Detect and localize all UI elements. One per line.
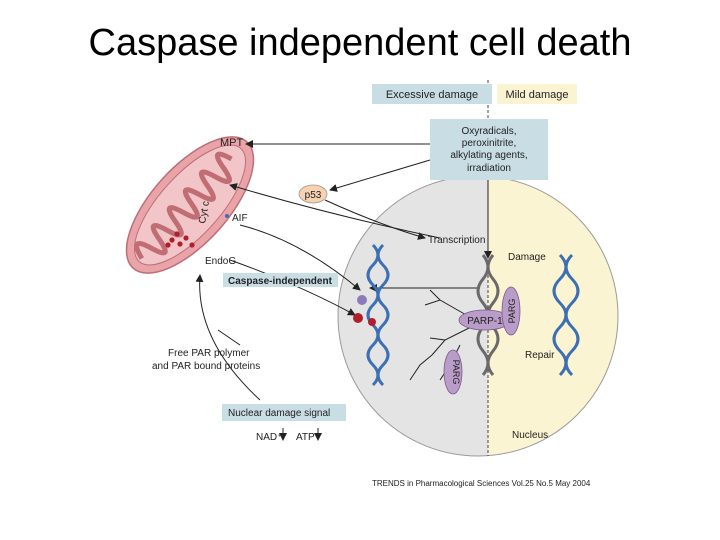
caspase-independent-box: [223, 273, 338, 287]
free-par-fragment: [217, 329, 241, 346]
excessive-damage-label: Excessive damage: [386, 89, 478, 101]
atp-label: ATP: [296, 432, 315, 443]
agent-line-1: Oxyradicals,: [461, 126, 516, 137]
damage-label: Damage: [508, 252, 546, 263]
parg-bottom-oval: [443, 349, 463, 395]
dna-helix-left: [366, 243, 390, 387]
endog-at-dna-1: [353, 313, 363, 323]
endog-label: EndoG: [205, 256, 236, 267]
p53-label: p53: [305, 190, 322, 201]
mild-damage-label: Mild damage: [506, 89, 569, 101]
mild-damage-box: [497, 84, 577, 104]
nad-label: NAD⁺: [256, 432, 282, 443]
endog-at-dna-2: [368, 318, 376, 326]
excessive-damage-box: [372, 84, 492, 104]
nucleus-label: Nucleus: [512, 430, 548, 441]
transcription-label: Transcription: [428, 235, 485, 246]
arrow-transcription-to-mito: [229, 183, 441, 239]
agent-line-2: peroxinitrite,: [462, 138, 516, 149]
free-par-line-2: and PAR bound proteins: [152, 361, 260, 372]
caspase-independent-label: Caspase-independent: [228, 276, 333, 287]
aif-at-dna: [357, 295, 367, 305]
aif-label: AIF: [232, 213, 248, 224]
agent-line-4: irradiation: [467, 163, 511, 174]
arrow-aif-to-nucleus: [239, 224, 361, 291]
nuclear-damage-signal-box: [222, 404, 346, 421]
slide-title: Caspase independent cell death: [88, 22, 632, 64]
parg-bottom-label: PARG: [451, 360, 461, 385]
arrow-to-transcription: [324, 199, 426, 240]
damage-agents-box: [430, 119, 548, 180]
free-par-line-1: Free PAR polymer: [168, 348, 250, 359]
citation: TRENDS in Pharmacological Sciences Vol.2…: [372, 479, 591, 488]
agent-line-3: alkylating agents,: [450, 150, 527, 161]
cyt-c-label: Cyt c: [197, 200, 212, 224]
mitochondrion: [125, 136, 255, 274]
repair-label: Repair: [525, 350, 555, 361]
arrow-signal-to-mito: [195, 274, 261, 401]
mpt-label: MPT: [220, 137, 244, 149]
arrow-to-p53: [329, 159, 431, 192]
parg-top-oval: [501, 286, 521, 336]
parp1-label: PARP-1: [467, 316, 503, 327]
aif-dot: [225, 214, 229, 218]
nuclear-damage-signal-label: Nuclear damage signal: [228, 408, 330, 419]
dna-helix-right: [552, 253, 580, 377]
arrow-endog-to-nucleus: [229, 259, 356, 316]
p53-oval: [298, 184, 328, 204]
parg-top-label: PARG: [507, 299, 517, 324]
